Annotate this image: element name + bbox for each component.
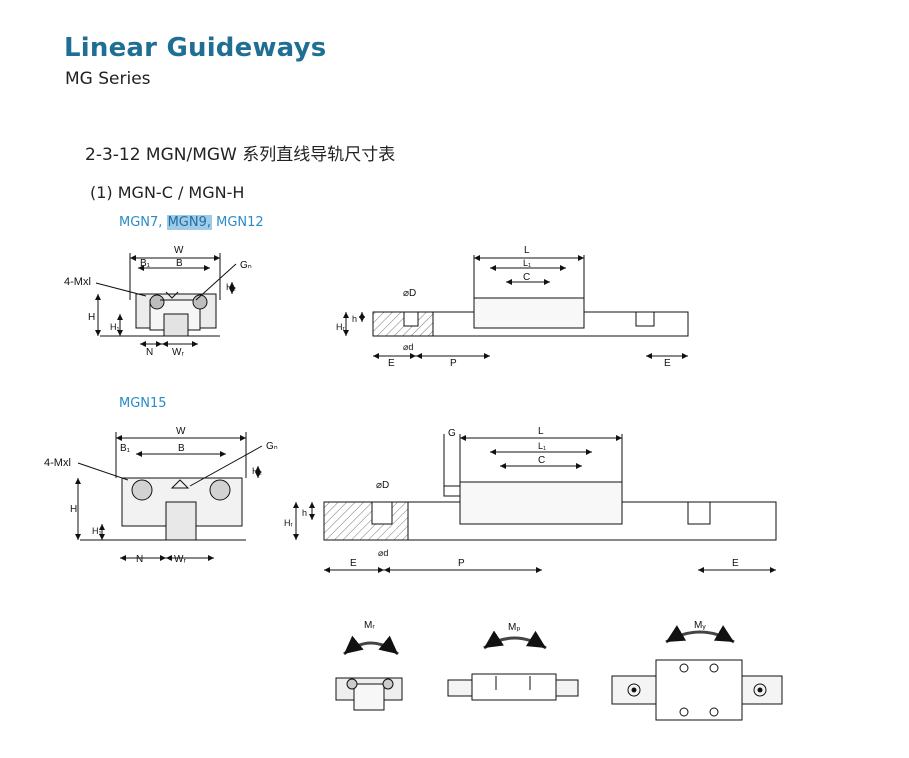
moment-mr-label: Mᵣ <box>364 620 375 631</box>
moment-mp-diagram <box>447 630 579 701</box>
dim-h1-large: H₁ <box>92 526 102 536</box>
dim-gn-large: Gₙ <box>266 441 278 452</box>
dim-h-large: H <box>70 504 77 515</box>
moment-mr-diagram <box>335 635 403 711</box>
dim-w-small: W <box>174 245 184 256</box>
model-mgn12: MGN12 <box>216 215 264 230</box>
dim-hh-large: h <box>302 508 307 518</box>
page-title: Linear Guideways <box>64 33 327 63</box>
dim-d-small: ⌀D <box>403 288 416 299</box>
dim-b1-small: B₁ <box>140 258 151 269</box>
dim-wr-large: Wᵣ <box>174 554 186 565</box>
dim-hr-large: Hᵣ <box>284 518 293 528</box>
cross-section-large <box>75 432 263 561</box>
dim-l-large: L <box>538 426 544 437</box>
dim-hr-small: Hᵣ <box>336 322 345 332</box>
dim-e2-small: E <box>664 358 671 369</box>
dim-e1-small: E <box>388 358 395 369</box>
dim-l1-large: L₁ <box>538 441 546 451</box>
dim-n-large: N <box>136 554 143 565</box>
moment-my-label: Mᵧ <box>694 620 706 631</box>
dim-h-small: H <box>88 312 95 323</box>
moment-mp-label: Mₚ <box>508 622 521 633</box>
dim-w-large: W <box>176 426 186 437</box>
side-view-small <box>343 255 689 359</box>
dim-h2-small: H₂ <box>226 282 236 292</box>
cross-section-small <box>95 253 237 347</box>
dim-l-small: L <box>524 245 530 256</box>
side-view-large <box>293 434 777 573</box>
dim-l1-small: L₁ <box>523 258 531 268</box>
section-heading: 2-3-12 MGN/MGW 系列直线导轨尺寸表 <box>85 145 396 165</box>
dim-gn-small: Gₙ <box>240 260 252 271</box>
page-subtitle: MG Series <box>65 69 151 89</box>
dim-dd-small: ⌀d <box>403 342 413 352</box>
dim-p-small: P <box>450 358 457 369</box>
dim-dd-large: ⌀d <box>378 548 388 558</box>
dim-b-large: B <box>178 443 185 454</box>
dim-h2-large: H₂ <box>252 466 262 476</box>
dim-h1-small: H₁ <box>110 322 120 332</box>
model-mgn9: MGN9, <box>166 215 212 230</box>
dim-n-small: N <box>146 347 153 358</box>
dim-g-large: G <box>448 428 456 439</box>
moment-my-diagram <box>611 625 783 721</box>
dim-b-small: B <box>176 258 183 269</box>
dim-hh-small: h <box>352 314 357 324</box>
dim-e2-large: E <box>732 558 739 569</box>
dim-c-large: C <box>538 455 545 466</box>
dim-mxl-small: 4-Mxl <box>64 276 91 288</box>
dim-wr-small: Wᵣ <box>172 347 184 358</box>
model-mgn7: MGN7, <box>119 215 163 230</box>
dim-e1-large: E <box>350 558 357 569</box>
subsection-heading: (1) MGN-C / MGN-H <box>90 183 245 202</box>
dim-c-small: C <box>523 272 530 283</box>
model-mgn15: MGN15 <box>119 396 167 411</box>
dim-b1-large: B₁ <box>120 443 131 454</box>
dim-d-large: ⌀D <box>376 480 389 491</box>
dim-p-large: P <box>458 558 465 569</box>
dim-mxl-large: 4-Mxl <box>44 457 71 469</box>
model-list: MGN7, MGN9, MGN12 <box>119 215 264 230</box>
